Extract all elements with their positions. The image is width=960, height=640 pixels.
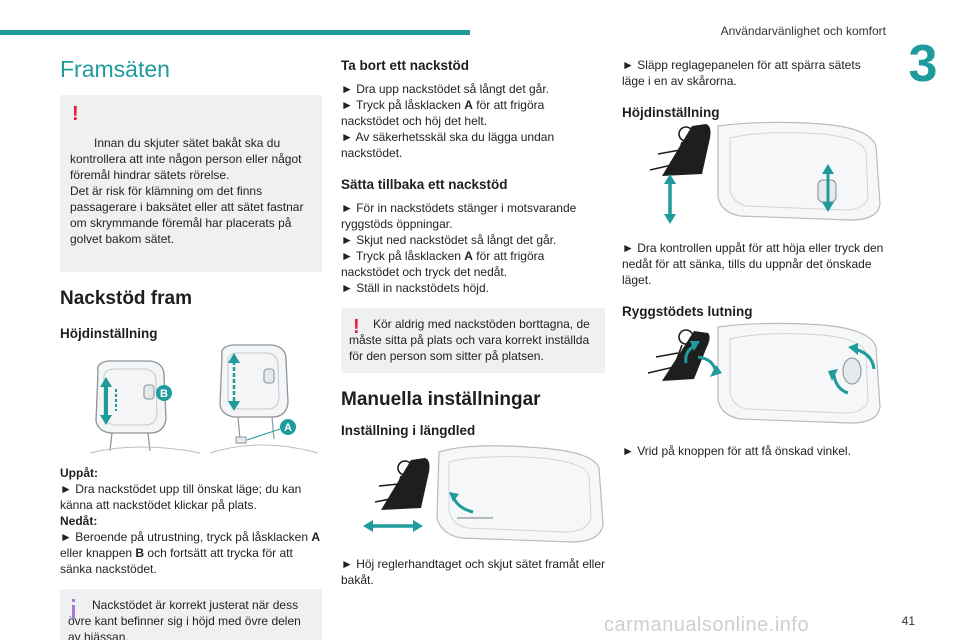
remove-step-2a: ► Tryck på låsklacken: [341, 98, 465, 112]
down-label: Nedåt:: [60, 514, 98, 528]
page-number: 41: [901, 614, 915, 628]
info-icon: [72, 599, 75, 619]
down-text-2: eller knappen: [60, 546, 136, 560]
remove-step-1: ► Dra upp nackstödet så långt det går.: [341, 82, 550, 96]
person-seated-icon: [374, 458, 430, 510]
refit-step-2: ► Skjut ned nackstödet så långt det går.: [341, 233, 557, 247]
down-key-b: B: [135, 546, 145, 560]
seat-recline-illustration: [647, 322, 881, 424]
up-down-arrow-icon: [664, 174, 676, 224]
down-key-a: A: [311, 530, 321, 544]
warning-icon: !: [353, 316, 360, 338]
person-reclined-icon: [647, 329, 710, 381]
remove-step-2b: för att frigöra nackstödet och höj det h…: [341, 98, 545, 128]
remove-step-2-key: A: [464, 98, 473, 112]
section-title-headrest: Nackstöd fram: [60, 288, 192, 309]
column-2: Ta bort ett nackstöd ► Dra upp nackstöde…: [341, 58, 605, 588]
section-title-manual: Manuella inställningar: [341, 389, 541, 410]
refit-step-1: ► För in nackstödets stänger i motsvaran…: [341, 201, 577, 231]
person-seated-icon: [649, 124, 711, 176]
warning-text: Kör aldrig med nackstöden borttagna, de …: [349, 317, 590, 363]
subsection-seat-height: Höjdinställning: [622, 105, 720, 120]
label-b-badge: [156, 385, 172, 401]
up-down-arrow-icon: [100, 377, 117, 425]
watermark-url: carmanualsonline.info: [604, 614, 810, 636]
down-text-3: och fortsätt att trycka för att sänka na…: [60, 546, 293, 576]
refit-step-3b: för att frigöra nackstödet och tryck det…: [341, 249, 545, 279]
warning-box-seat: ! Innan du skjuter sätet bakåt ska du ko…: [60, 95, 322, 272]
column-3: ► Släpp reglagepanelen för att spärra sä…: [622, 57, 886, 459]
release-text: ► Släpp reglagepanelen för att spärra sä…: [622, 58, 861, 88]
refit-instructions: ► För in nackstödets stänger i motsvaran…: [341, 200, 605, 296]
remove-instructions: ► Dra upp nackstödet så långt det går. ►…: [341, 81, 605, 161]
longitudinal-text: ► Höj reglerhandtaget och skjut sätet fr…: [341, 557, 606, 587]
chapter-number: 3: [908, 35, 938, 93]
up-down-arrow-icon: [822, 164, 834, 212]
left-right-arrow-icon: [363, 520, 423, 532]
warning-icon: !: [72, 103, 79, 125]
seat-height-text: ► Dra kontrollen uppåt för att höja elle…: [622, 241, 884, 287]
subsection-height: Höjdinställning: [60, 326, 158, 341]
label-b: B: [160, 388, 168, 400]
up-text: ► Dra nackstödet upp till önskat läge; d…: [60, 482, 302, 512]
info-box-headrest: Nackstödet är korrekt justerat när dess …: [60, 589, 322, 640]
subsection-recline: Ryggstödets lutning: [622, 304, 753, 319]
refit-step-4: ► Ställ in nackstödets höjd.: [341, 281, 489, 295]
refit-step-3a: ► Tryck på låsklacken: [341, 249, 465, 263]
rotate-arrow-icon: [828, 343, 876, 395]
subsection-refit-headrest: Sätta tillbaka ett nackstöd: [341, 177, 508, 192]
up-down-arrow-icon: [228, 353, 240, 411]
page-title: Framsäten: [60, 56, 170, 82]
warning-text: Innan du skjuter sätet bakåt ska du kont…: [70, 136, 304, 246]
chapter-title: Användarvänlighet och komfort: [720, 24, 886, 38]
rotate-arrow-icon: [684, 341, 722, 377]
recline-text: ► Vrid på knoppen för att få önskad vink…: [622, 444, 851, 458]
subsection-remove-headrest: Ta bort ett nackstöd: [341, 58, 470, 73]
column-1: Framsäten ! Innan du skjuter sätet bakåt…: [60, 50, 322, 640]
warning-box-headrest: ! Kör aldrig med nackstöden borttagna, d…: [341, 308, 605, 373]
info-text: Nackstödet är korrekt justerat när dess …: [68, 598, 301, 640]
refit-step-3-key: A: [464, 249, 473, 263]
up-label: Uppåt:: [60, 466, 98, 480]
up-instructions: Uppåt: ► Dra nackstödet upp till önskat …: [60, 465, 322, 577]
seat-height-illustration: [649, 121, 881, 224]
remove-step-3: ► Av säkerhetsskäl ska du lägga undan na…: [341, 130, 555, 160]
down-text-1: ► Beroende på utrustning, tryck på låskl…: [60, 530, 309, 544]
header-accent-bar: [0, 30, 470, 35]
seat-longitudinal-illustration: [363, 445, 604, 543]
subsection-longitudinal: Inställning i längdled: [341, 423, 476, 438]
label-a: A: [284, 422, 292, 434]
headrest-illustration: B A: [89, 344, 319, 454]
label-a-badge: [280, 419, 296, 435]
